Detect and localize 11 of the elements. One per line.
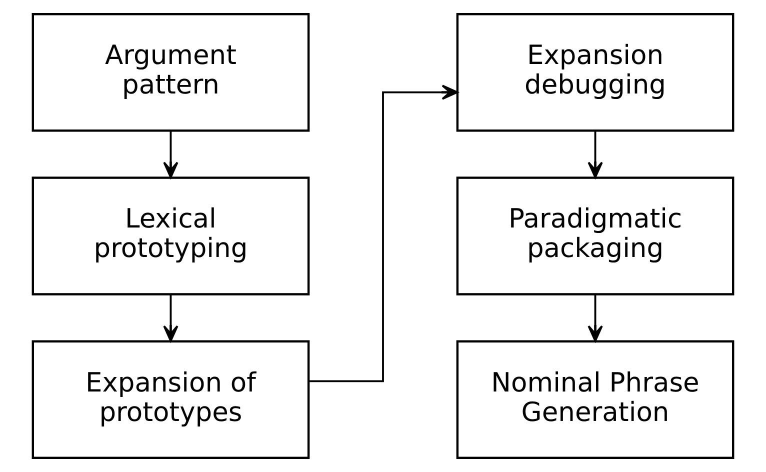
arrow: [308, 84, 458, 382]
node-box: Expansion debugging: [456, 13, 734, 132]
node-box: Nominal Phrase Generation: [456, 340, 734, 459]
arrow: [588, 294, 603, 342]
arrow: [163, 130, 178, 178]
node-box: Paradigmatic packaging: [456, 176, 734, 296]
node-box: Argument pattern: [32, 13, 310, 132]
arrow: [163, 294, 178, 342]
arrow: [588, 130, 603, 178]
node-box: Lexical prototyping: [32, 176, 310, 296]
node-box: Expansion of prototypes: [32, 340, 310, 459]
